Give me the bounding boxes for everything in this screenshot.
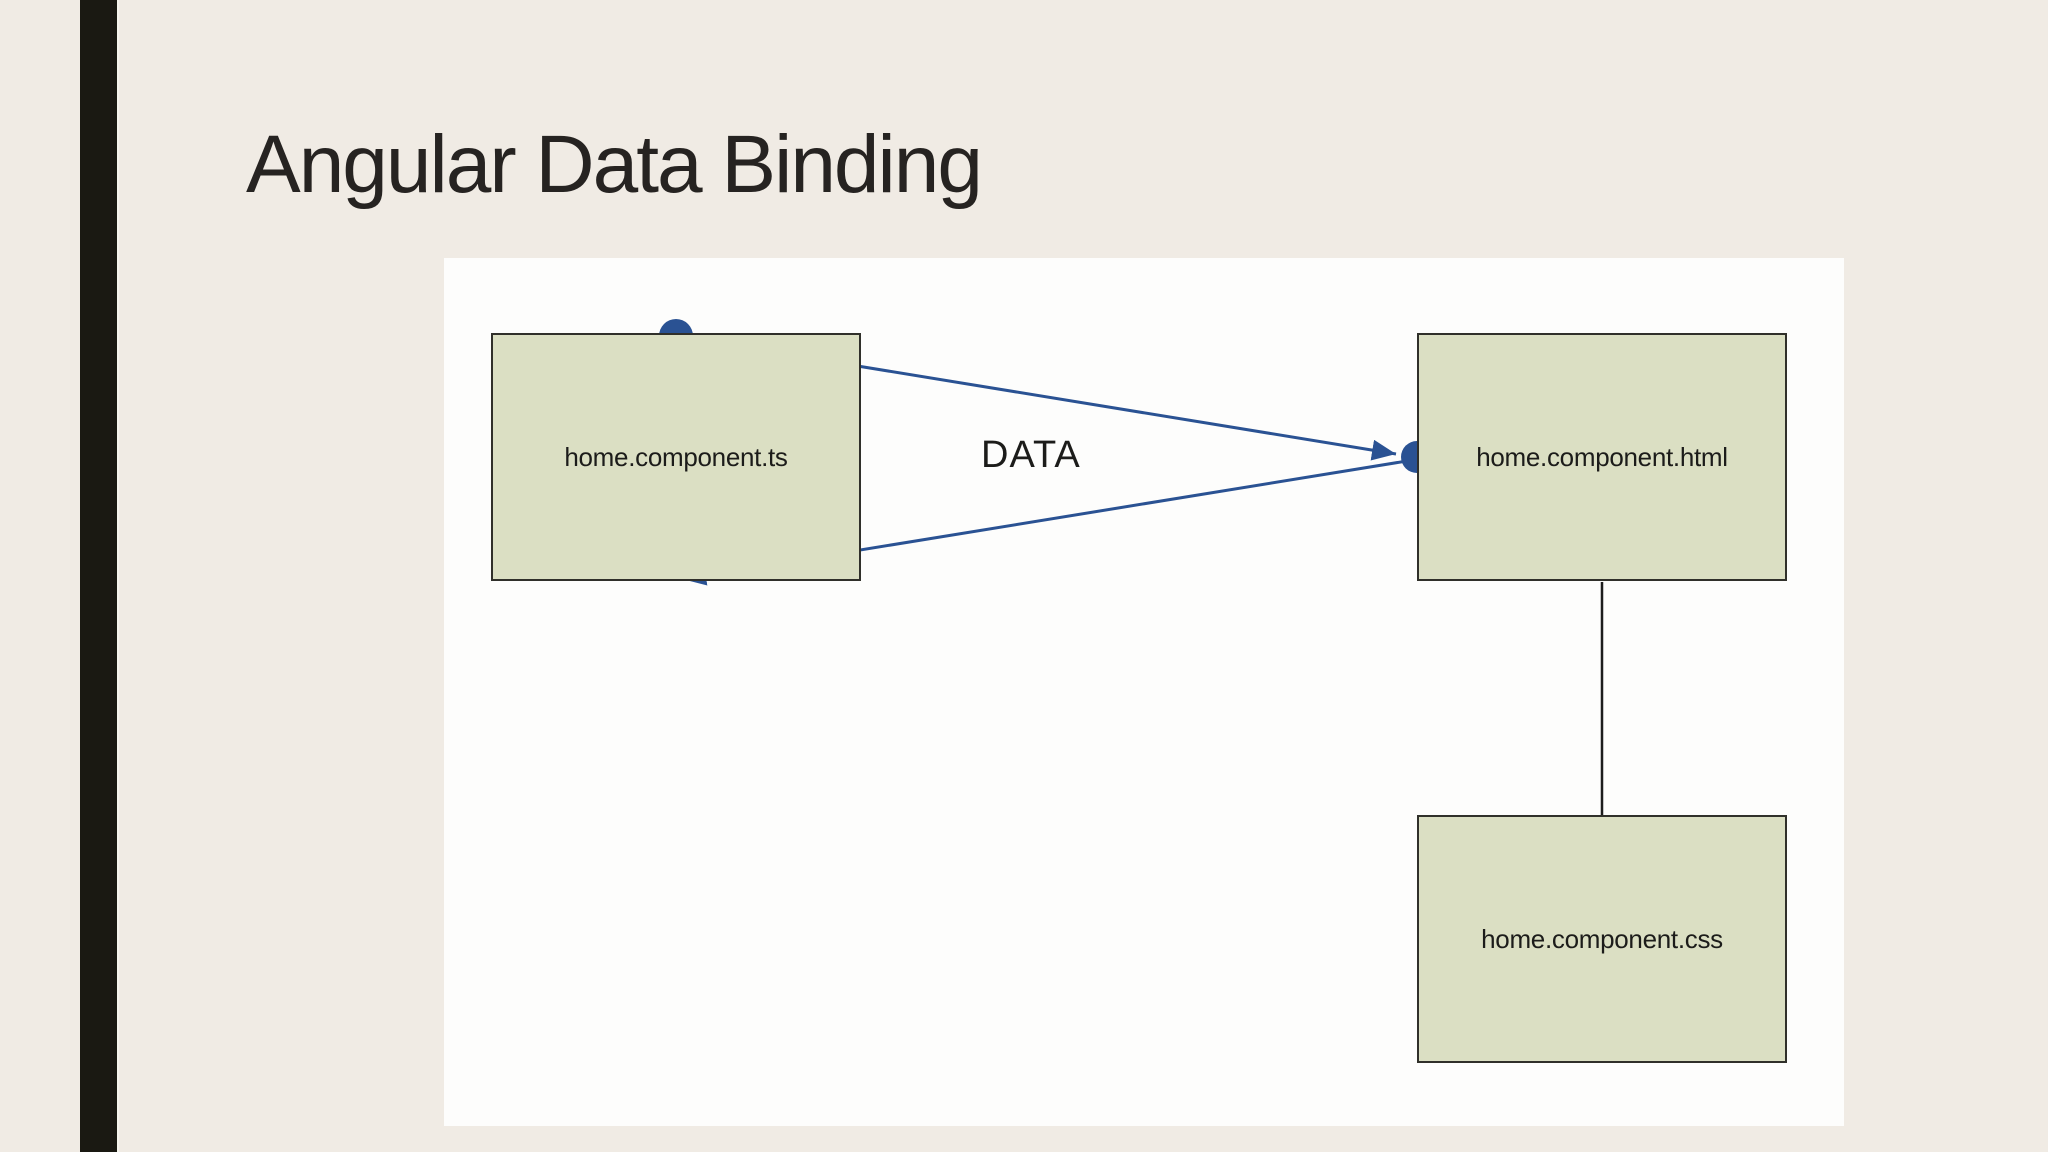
left-accent-bar	[80, 0, 119, 1152]
diagram-canvas: home.component.ts home.component.html ho…	[444, 258, 1844, 1126]
node-home-component-css: home.component.css	[1417, 815, 1787, 1063]
node-home-component-html-label: home.component.html	[1476, 441, 1728, 472]
node-home-component-html: home.component.html	[1417, 333, 1787, 581]
node-home-component-ts-label: home.component.ts	[564, 441, 788, 472]
node-home-component-ts: home.component.ts	[491, 333, 861, 581]
data-flow-label: DATA	[981, 434, 1081, 476]
slide-title: Angular Data Binding	[246, 119, 983, 210]
node-home-component-css-label: home.component.css	[1481, 923, 1723, 954]
